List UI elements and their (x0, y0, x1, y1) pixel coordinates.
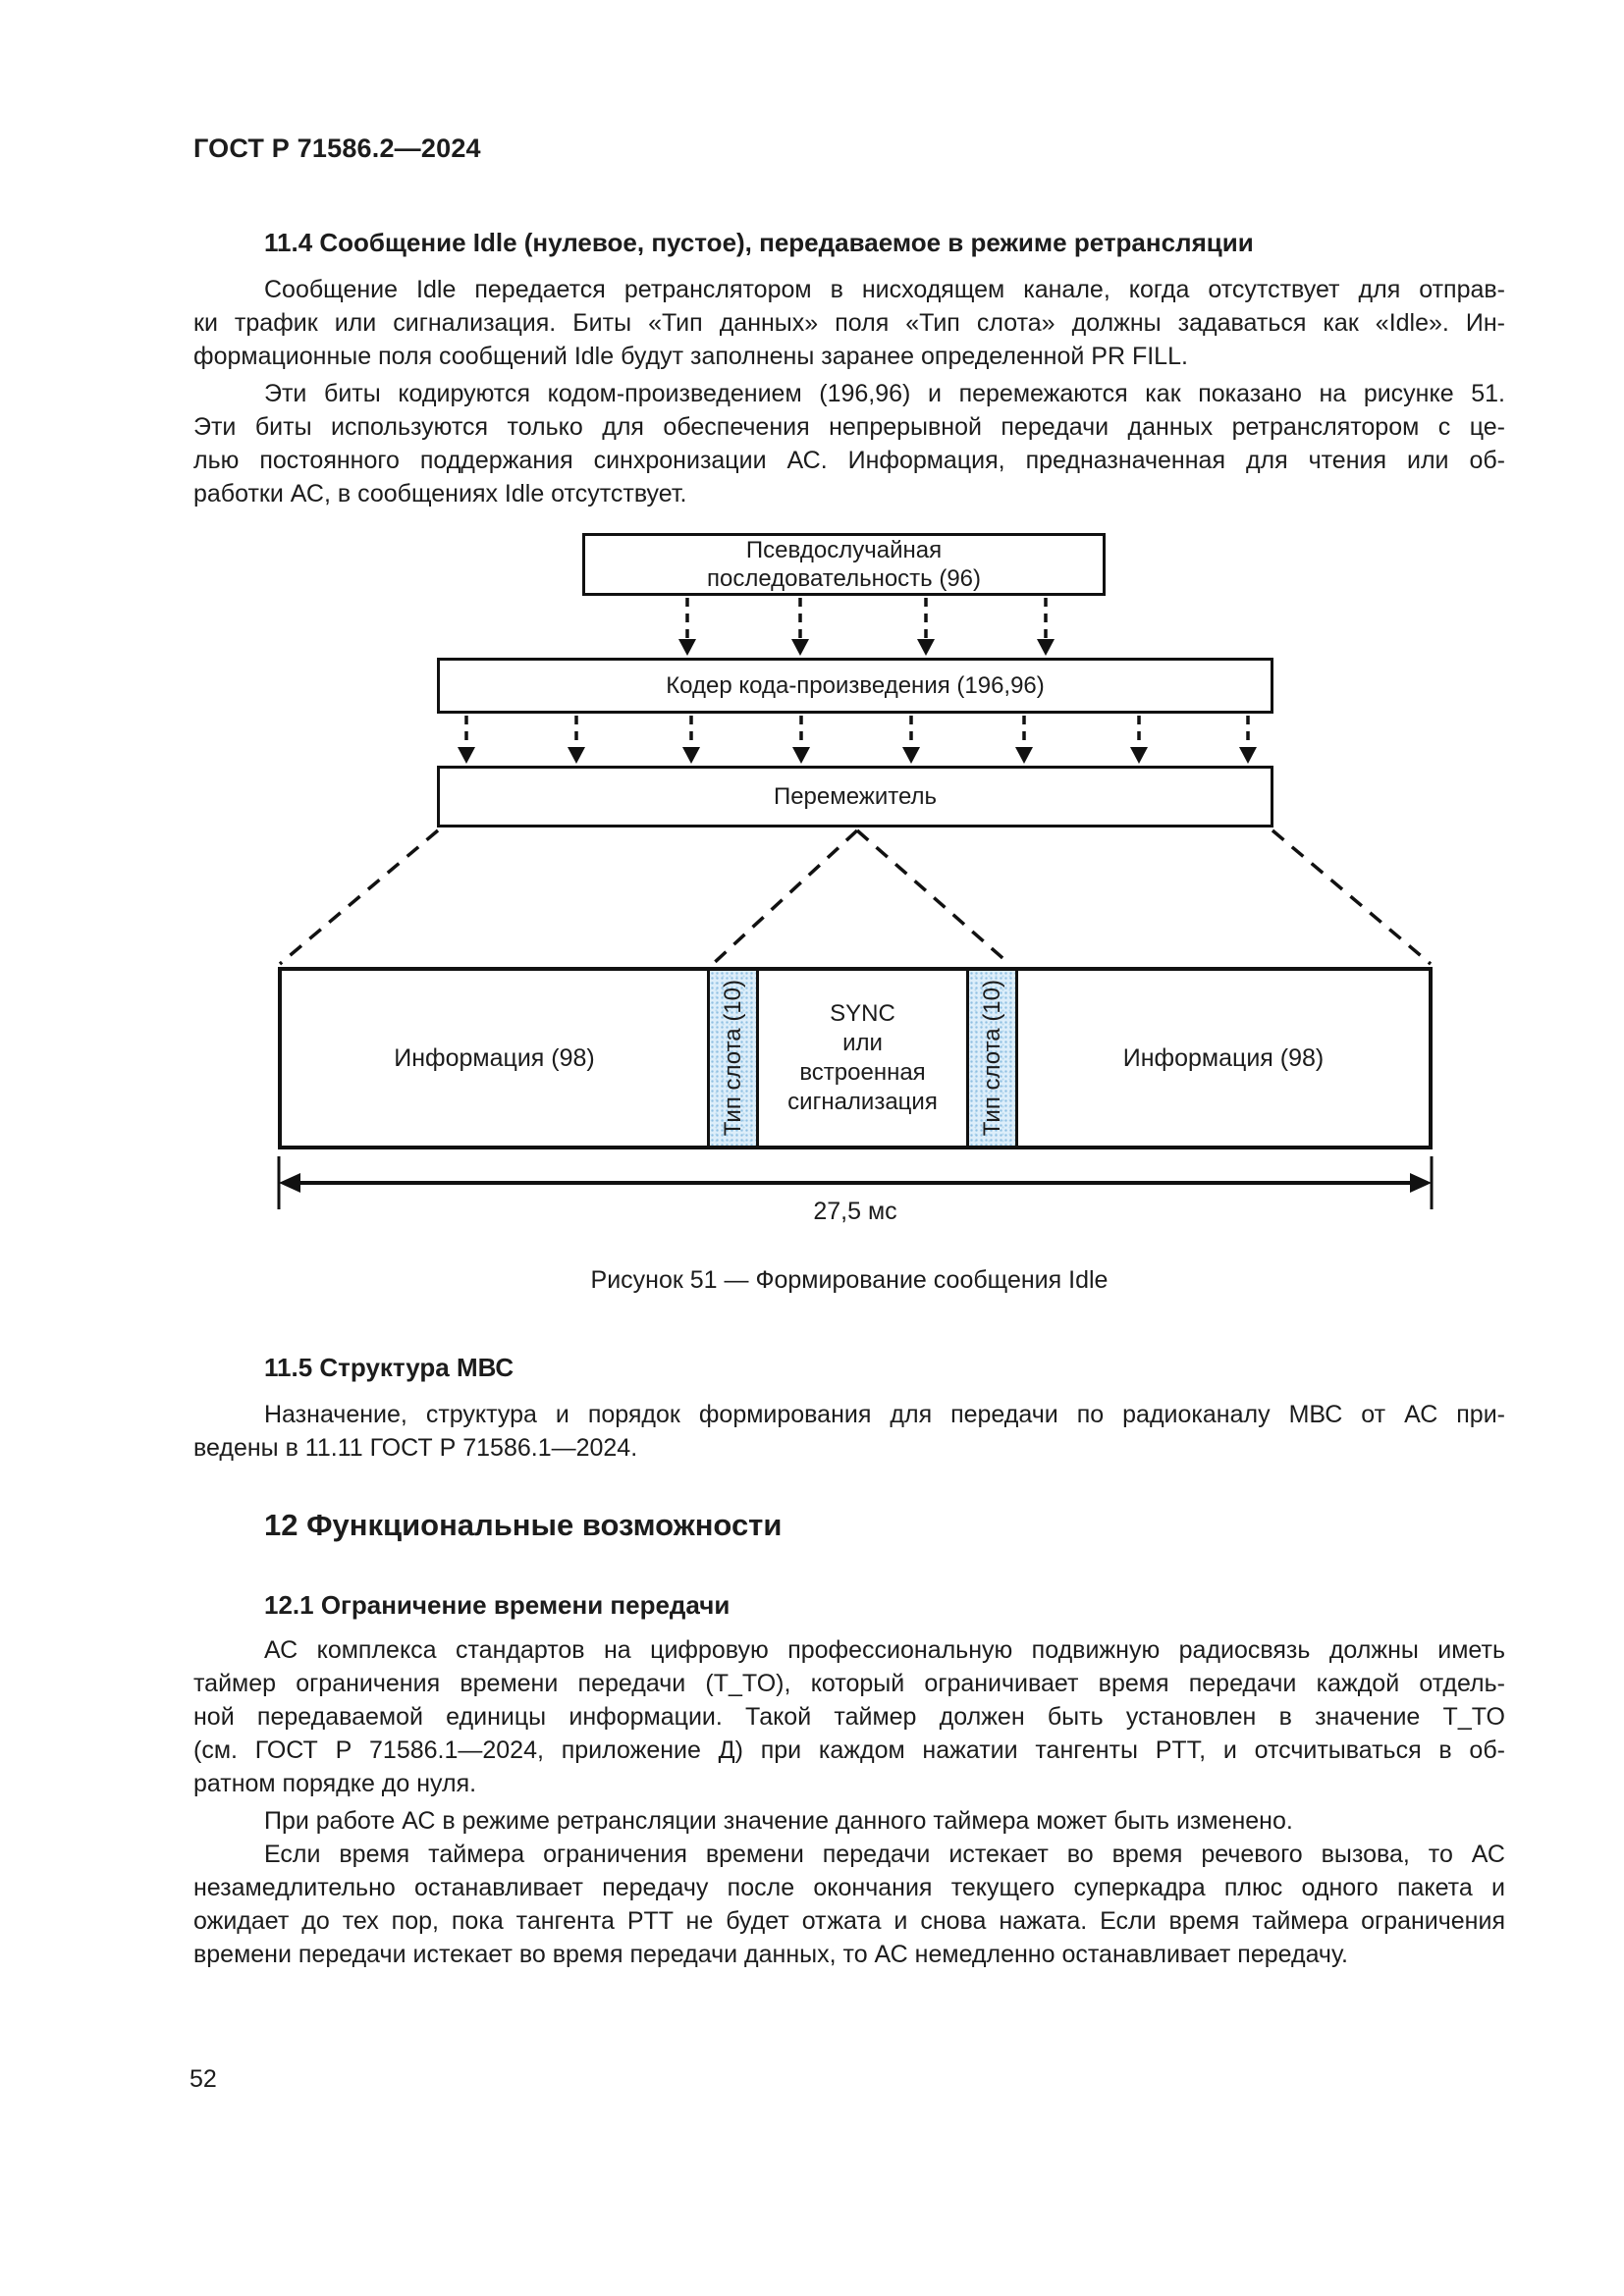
text-line: лью постоянного поддержания синхронизаци… (193, 447, 1505, 474)
text-line: Назначение, структура и порядок формиров… (264, 1401, 1505, 1428)
text-line: (см. ГОСТ Р 71586.1—2024, приложение Д) … (193, 1736, 1505, 1764)
slot-type-left-cell: Тип слота (10) (710, 971, 759, 1146)
text-line: ной передаваемой единицы информации. Так… (193, 1703, 1505, 1731)
text-line: Сообщение Idle передается ретранслятором… (264, 276, 1505, 303)
figure-51-diagram: Псевдослучайная последовательность (96) … (0, 520, 1624, 1296)
figure-caption: Рисунок 51 — Формирование сообщения Idle (590, 1266, 1109, 1294)
paragraph-11-5-1: Назначение, структура и порядок формиров… (193, 1398, 1505, 1465)
text-line: ки трафик или сигнализация. Биты «Тип да… (193, 309, 1505, 337)
slot-type-left-label: Тип слота (10) (720, 980, 746, 1137)
slot-type-right-label: Тип слота (10) (979, 980, 1005, 1137)
text-line: Если время таймера ограничения времени п… (264, 1841, 1505, 1868)
text-line: АС комплекса стандартов на цифровую проф… (264, 1636, 1505, 1664)
text-line: работки АС, в сообщениях Idle отсутствуе… (193, 480, 687, 507)
paragraph-12-1-2: При работе АС в режиме ретрансляции знач… (193, 1804, 1505, 1838)
interleaver-box: Перемежитель (437, 766, 1273, 828)
paragraph-12-1-1: АС комплекса стандартов на цифровую проф… (193, 1633, 1505, 1800)
text-line: ведены в 11.11 ГОСТ Р 71586.1—2024. (193, 1434, 638, 1462)
duration-label: 27,5 мс (813, 1198, 897, 1225)
text-line: Эти биты кодируются кодом-произведением … (264, 380, 1505, 407)
text-line: времени передачи истекает во время перед… (193, 1941, 1348, 1968)
slot-type-right-cell: Тип слота (10) (969, 971, 1018, 1146)
fan-lines (278, 828, 1433, 966)
diagram-connectors (277, 598, 1434, 1209)
text-line: формационные поля сообщений Idle будут з… (193, 343, 1188, 370)
paragraph-11-4-1: Сообщение Idle передается ретранслятором… (193, 273, 1505, 373)
section-heading-11-4: 11.4 Сообщение Idle (нулевое, пустое), п… (264, 228, 1254, 257)
arrowheads (458, 639, 1257, 764)
info-right-cell: Информация (98) (1122, 1043, 1325, 1072)
prs-box-line: Псевдослучайная (745, 537, 943, 563)
sync-cell: SYNC или встроенная сигнализация (759, 971, 969, 1146)
text-line: Эти биты используются только для обеспеч… (193, 413, 1505, 441)
text-line: ожидает до тех пор, пока тангента PTT не… (193, 1907, 1505, 1935)
text-line: При работе АС в режиме ретрансляции знач… (264, 1807, 1293, 1835)
text-line: таймер ограничения времени передачи (T_T… (193, 1670, 1505, 1697)
prs-box: Псевдослучайная последовательность (96) (582, 533, 1106, 596)
info-left-cell: Информация (98) (282, 971, 710, 1146)
section-heading-12-1: 12.1 Ограничение времени передачи (264, 1590, 731, 1620)
text-line: ратном порядке до нуля. (193, 1770, 477, 1797)
sync-cell-line: или (842, 1030, 883, 1056)
page-number: 52 (189, 2065, 217, 2093)
sync-cell-line: сигнализация (787, 1089, 938, 1115)
section-heading-11-5: 11.5 Структура МВС (264, 1353, 514, 1382)
paragraph-11-4-2: Эти биты кодируются кодом-произведением … (193, 377, 1505, 510)
coder-box: Кодер кода-произведения (196,96) (437, 658, 1273, 714)
paragraph-12-1-3: Если время таймера ограничения времени п… (193, 1838, 1505, 1971)
running-header: ГОСТ Р 71586.2—2024 (193, 133, 481, 163)
section-heading-12: 12 Функциональные возможности (264, 1508, 783, 1542)
slot-structure: Информация (98) Тип слота (10) SYNC или … (278, 967, 1433, 1149)
sync-cell-line: встроенная (799, 1059, 926, 1086)
sync-cell-line: SYNC (830, 1000, 895, 1027)
prs-box-line: последовательность (96) (706, 565, 982, 592)
text-line: незамедлительно останавливает передачу п… (193, 1874, 1505, 1901)
